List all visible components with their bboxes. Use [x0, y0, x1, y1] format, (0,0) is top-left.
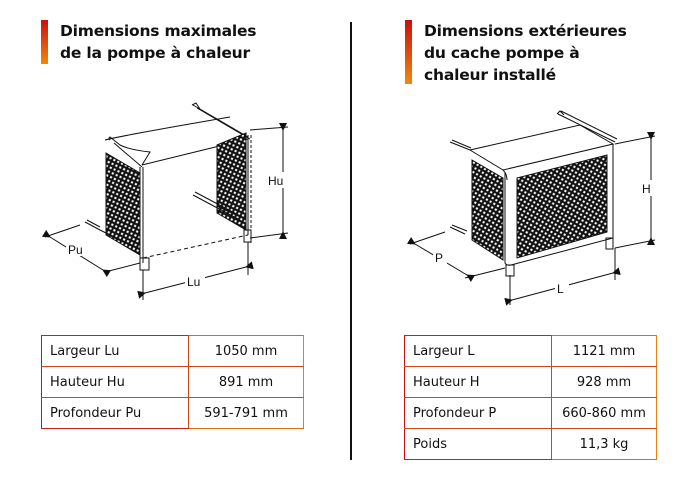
row-label: Profondeur P: [404, 397, 552, 429]
width-label-l: L: [557, 282, 564, 296]
heading-cover-dimensions: Dimensions extérieures du cache pompe à …: [405, 20, 627, 86]
depth-label-p: P: [435, 251, 443, 265]
vertical-divider: [350, 22, 352, 460]
table-row: Largeur Lu 1050 mm: [41, 335, 304, 367]
row-value: 1050 mm: [188, 335, 304, 367]
width-label-lu: Lu: [187, 275, 200, 289]
row-label: Hauteur Hu: [41, 366, 189, 398]
height-label-h: H: [642, 182, 651, 196]
depth-label-pu: Pu: [68, 243, 83, 257]
accent-bar: [405, 20, 412, 84]
row-label: Profondeur Pu: [41, 397, 189, 429]
table-row: Profondeur P 660-860 mm: [404, 397, 657, 429]
row-label: Largeur Lu: [41, 335, 189, 367]
table-row: Poids 11,3 kg: [404, 428, 657, 460]
row-value: 891 mm: [188, 366, 304, 398]
table-row: Largeur L 1121 mm: [404, 335, 657, 367]
right-panel-cover-dimensions: Dimensions extérieures du cache pompe à …: [356, 0, 700, 479]
table-row: Profondeur Pu 591-791 mm: [41, 397, 304, 429]
row-value: 11,3 kg: [551, 428, 657, 460]
max-dimensions-table: Largeur Lu 1050 mm Hauteur Hu 891 mm Pro…: [41, 335, 304, 429]
table-row: Hauteur H 928 mm: [404, 366, 657, 398]
accent-bar: [41, 20, 48, 64]
row-label: Largeur L: [404, 335, 552, 367]
row-value: 660-860 mm: [551, 397, 657, 429]
heat-pump-cover-diagram: H P L: [406, 110, 656, 306]
heading-text: Dimensions extérieures du cache pompe à …: [424, 22, 627, 84]
row-label: Poids: [404, 428, 552, 460]
left-panel-max-dimensions: Dimensions maximales de la pompe à chale…: [0, 0, 345, 479]
cover-dimensions-table: Largeur L 1121 mm Hauteur H 928 mm Profo…: [404, 335, 657, 460]
row-value: 1121 mm: [551, 335, 657, 367]
row-value: 591-791 mm: [188, 397, 304, 429]
heading-max-dimensions: Dimensions maximales de la pompe à chale…: [41, 20, 257, 64]
table-row: Hauteur Hu 891 mm: [41, 366, 304, 398]
height-label-hu: Hu: [268, 174, 283, 188]
row-value: 928 mm: [551, 366, 657, 398]
heat-pump-bracket-diagram: Hu Pu Lu: [41, 102, 289, 300]
heading-text: Dimensions maximales de la pompe à chale…: [60, 22, 257, 62]
row-label: Hauteur H: [404, 366, 552, 398]
